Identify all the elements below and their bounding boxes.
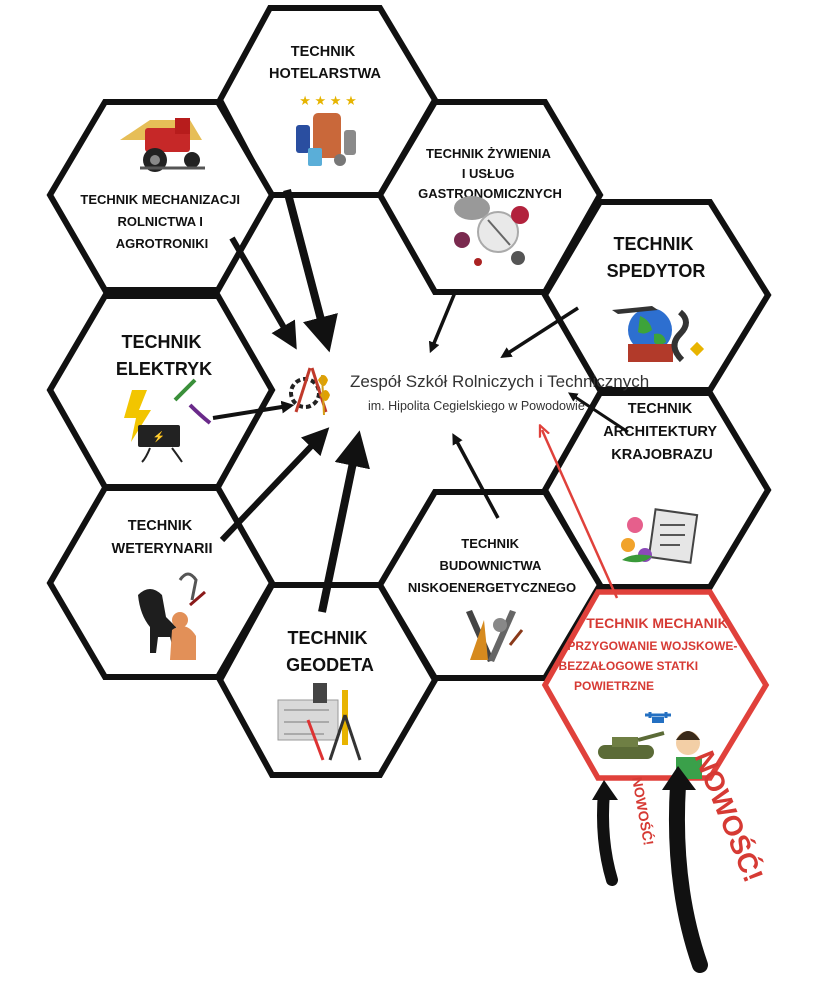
label-mechanizacji: TECHNIK MECHANIZACJI ROLNICTWA I AGROTRO… (80, 192, 243, 251)
hex-mechanizacji (46, 99, 276, 293)
hex-elektryk (46, 293, 276, 490)
electric-tools-icon: ⚡ (124, 378, 212, 463)
label-architektury: TECHNIK ARCHITEKTURY KRAJOBRAZU (603, 401, 721, 463)
label-mechanik-title: TECHNIK MECHANIK (586, 615, 728, 631)
flower-book-icon (621, 508, 699, 564)
arrow-budownictwa (452, 433, 500, 519)
school-patron: im. Hipolita Cegielskiego w Powodowie (368, 399, 585, 413)
tank-drone-icon (598, 712, 702, 779)
school-logo: Zespół Szkół Rolniczych i Technicznych i… (289, 367, 649, 416)
label-geodeta: TECHNIK GEODETA (286, 628, 374, 675)
arrow-weterynarii (219, 427, 330, 543)
tractor-icon (120, 118, 205, 172)
hex-geodeta (216, 582, 439, 778)
hex-zywienia (376, 99, 604, 295)
arrow-geodeta (318, 430, 370, 613)
arrow-elektryk (212, 400, 295, 420)
school-name: Zespół Szkół Rolniczych i Technicznych (350, 372, 649, 391)
drawing-tools-icon (466, 610, 524, 662)
new-badge-small: NOWOŚĆ! (629, 775, 658, 846)
label-spedytor: TECHNIK SPEDYTOR (607, 234, 706, 281)
hex-mechanik (541, 589, 770, 781)
label-budownictwa: TECHNIK BUDOWNICTWA NISKOENERGETYCZNEGO (408, 536, 576, 595)
globe-truck-icon (612, 306, 705, 363)
arrow-architektury (567, 392, 629, 434)
luggage-icon: ★ ★ ★ ★ (296, 93, 357, 166)
arrow-mechanik (542, 430, 619, 599)
arrow-mechanizacji (229, 236, 297, 350)
food-icon (454, 196, 529, 266)
gear-compass-icon (289, 367, 330, 416)
label-mechanik-subtitle: PRZYGOWANIE WOJSKOWE- BEZZAŁOGOWE STATKI… (559, 639, 741, 693)
arrow-hotelarstwa (283, 188, 338, 353)
label-hotelarstwa: TECHNIK HOTELARSTWA (269, 44, 381, 82)
arrow-spedytor (500, 306, 579, 359)
surveying-icon (277, 683, 362, 761)
animals-icon (138, 572, 206, 660)
label-weterynarii: TECHNIK WETERYNARII (112, 518, 213, 557)
label-elektryk: TECHNIK ELEKTRYK (116, 332, 212, 379)
new-badge-arrows (592, 766, 708, 973)
svg-text:★ ★ ★ ★: ★ ★ ★ ★ (299, 93, 356, 108)
label-zywienia: TECHNIK ŻYWIENIA I USŁUG GASTRONOMICZNYC… (418, 146, 562, 201)
arrow-zywienia (428, 289, 458, 354)
new-badge-large: NOWOŚĆ! (689, 746, 770, 886)
svg-text:⚡: ⚡ (153, 430, 165, 443)
